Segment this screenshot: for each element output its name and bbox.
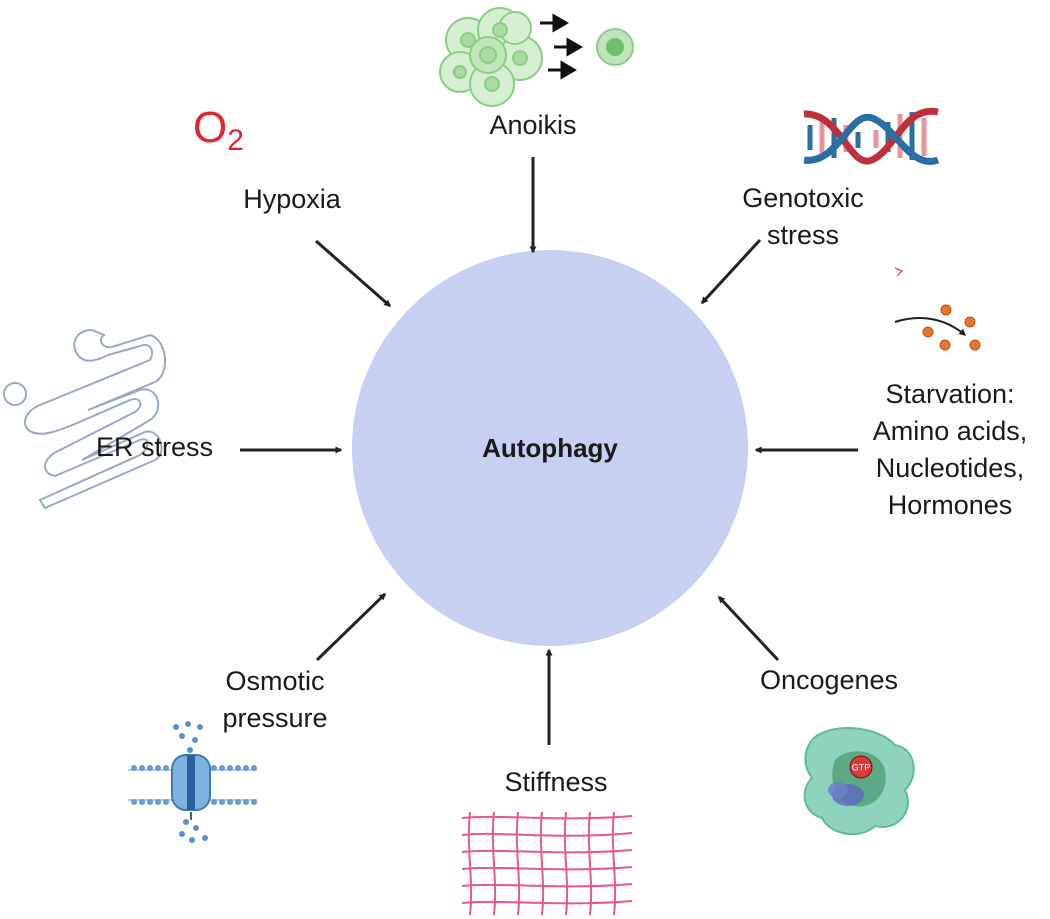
arrow-genotoxic xyxy=(700,238,762,305)
arrow-hypoxia xyxy=(315,239,392,308)
arrow-oncogenes xyxy=(717,595,780,662)
label-hypoxia: Hypoxia xyxy=(192,181,392,218)
label-osmotic-pressure: Osmotic pressure xyxy=(175,663,375,737)
label-starvation-line-3: Nucleotides, xyxy=(875,453,1025,483)
membrane-channel-icon xyxy=(128,721,257,843)
label-stiffness-line-1: Stiffness xyxy=(504,767,608,797)
detached-cell-icon xyxy=(596,28,634,66)
arrows xyxy=(240,157,858,745)
arrow-osmotic xyxy=(315,592,387,662)
label-starvation: Starvation: Amino acids, Nucleotides, Ho… xyxy=(850,376,1050,524)
dna-helix-icon xyxy=(803,107,940,165)
label-starvation-line-4: Hormones xyxy=(887,490,1013,520)
label-anoikis-line-1: Anoikis xyxy=(489,110,577,140)
label-genotoxic-line-1: Genotoxic xyxy=(742,183,864,213)
cell-cluster-icon xyxy=(439,7,543,107)
label-osmotic-line-2: pressure xyxy=(222,703,328,733)
label-anoikis: Anoikis xyxy=(423,107,643,144)
label-er-stress: ER stress xyxy=(96,429,246,466)
label-hypoxia-line-1: Hypoxia xyxy=(243,184,341,214)
detach-arrows-icon xyxy=(540,13,583,80)
center-label: Autophagy xyxy=(482,433,618,463)
label-genotoxic-stress: Genotoxic stress xyxy=(703,180,903,254)
label-starvation-line-2: Amino acids, xyxy=(872,416,1028,446)
label-osmotic-line-1: Osmotic xyxy=(225,666,325,696)
oxygen-o: O xyxy=(193,103,228,152)
endoplasmic-reticulum-icon xyxy=(3,328,167,510)
label-starvation-line-1: Starvation: xyxy=(885,379,1015,409)
nutrients-icon xyxy=(894,267,981,351)
oxygen-symbol: O2 xyxy=(193,103,244,166)
label-stiffness: Stiffness xyxy=(456,764,656,801)
oxygen-subscript: 2 xyxy=(227,124,244,157)
label-oncogenes: Oncogenes xyxy=(729,662,929,699)
label-oncogenes-line-1: Oncogenes xyxy=(759,665,899,695)
label-genotoxic-line-2: stress xyxy=(766,220,839,250)
ras-protein-icon: GTP xyxy=(803,727,915,836)
gtp-icon xyxy=(849,755,873,779)
stiffness-mesh-icon xyxy=(461,811,633,916)
label-er-line-1: ER stress xyxy=(96,432,214,462)
autophagy-circle xyxy=(352,250,748,646)
gtp-label: GTP xyxy=(852,763,871,773)
